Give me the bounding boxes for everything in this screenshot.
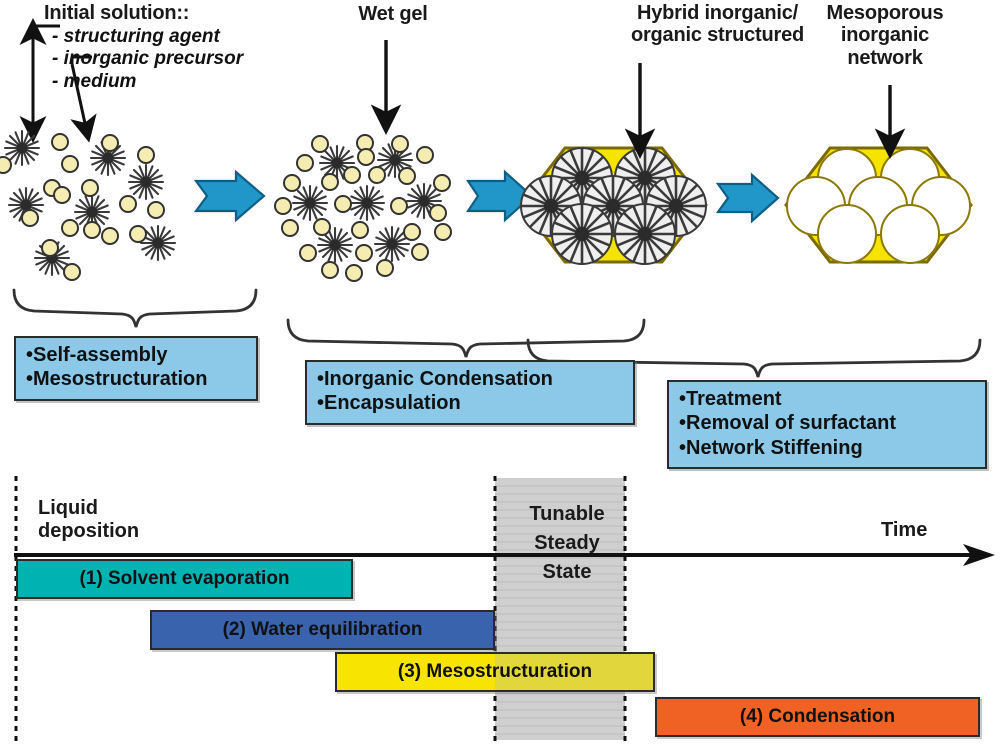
process-arrow-1 xyxy=(193,169,266,223)
stage-label-initial-solution: Initial solution:: xyxy=(44,2,190,24)
tss-line1: Tunable xyxy=(529,503,605,525)
initial-solution-pointer-arrows xyxy=(33,18,92,128)
process-box-inorganic-condensation: •Inorganic Condensation •Encapsulation xyxy=(305,360,635,425)
process-arrow-3 xyxy=(715,172,780,224)
stage-label-mesoporous-line1: Mesoporous xyxy=(826,2,944,24)
process-item: •Self-assembly xyxy=(26,344,168,366)
time-axis-arrowhead xyxy=(963,544,995,566)
process-item: •Network Stiffening xyxy=(679,436,863,459)
time-axis-label: Time xyxy=(881,519,928,541)
timeline-bar-condensation: (4) Condensation xyxy=(655,697,980,737)
timeline-chart: Liquid deposition Tunable Steady State T… xyxy=(0,472,1005,747)
stage-3-hybrid-hexagon xyxy=(519,146,708,266)
stage-label-wet-gel: Wet gel xyxy=(358,3,428,25)
tss-line3: State xyxy=(542,561,592,583)
stage-label-hybrid-line2: organic structured xyxy=(630,24,805,47)
process-box-treatment: •Treatment •Removal of surfactant •Netwo… xyxy=(667,380,987,470)
process-box-self-assembly: •Self-assembly •Mesostructuration xyxy=(14,336,258,401)
precursor-dots-group-1 xyxy=(0,133,165,281)
stage-2-wet-gel xyxy=(274,134,452,282)
timeline-bar-solvent-evaporation: (1) Solvent evaporation xyxy=(16,559,353,599)
stage-4-mesoporous-hexagon xyxy=(784,146,973,264)
stage-1-initial-solution xyxy=(0,129,177,281)
grouping-braces xyxy=(12,288,982,378)
stage-pointer-arrows xyxy=(370,40,906,159)
tunable-steady-state-label: Tunable Steady State xyxy=(512,500,622,587)
timeline-bar-water-equilibration: (2) Water equilibration xyxy=(150,610,495,650)
liquid-deposition-line1: Liquid xyxy=(38,497,98,519)
stage-label-mesoporous-line3: network xyxy=(847,46,923,69)
stage-label-mesoporous: Mesoporous inorganic network xyxy=(790,2,980,69)
process-item: •Mesostructuration xyxy=(26,368,208,391)
timeline-bar-mesostructuration: (3) Mesostructuration xyxy=(335,652,655,692)
tss-line2: Steady xyxy=(534,532,600,554)
component-structuring-agent: - structuring agent xyxy=(52,26,220,47)
precursor-dots-group-2 xyxy=(274,134,452,282)
process-item: •Encapsulation xyxy=(317,392,461,415)
process-item: •Inorganic Condensation xyxy=(317,368,553,390)
component-inorganic-precursor: - inorganic precursor xyxy=(52,48,244,70)
brace-stage-1 xyxy=(12,288,258,328)
stage-label-hybrid-line1: Hybrid inorganic/ xyxy=(636,2,799,24)
liquid-deposition-line2: deposition xyxy=(38,520,140,543)
brace-stage-2 xyxy=(286,318,646,358)
stage-label-hybrid: Hybrid inorganic/ organic structured xyxy=(600,2,835,47)
steady-state-band xyxy=(495,478,625,740)
process-arrow-2 xyxy=(465,169,534,223)
brace-stage-3 xyxy=(526,338,982,378)
liquid-deposition-label: Liquid deposition xyxy=(38,497,139,543)
process-item: •Treatment xyxy=(679,388,782,410)
stage-label-mesoporous-line2: inorganic xyxy=(840,24,930,47)
process-item: •Removal of surfactant xyxy=(679,412,897,435)
